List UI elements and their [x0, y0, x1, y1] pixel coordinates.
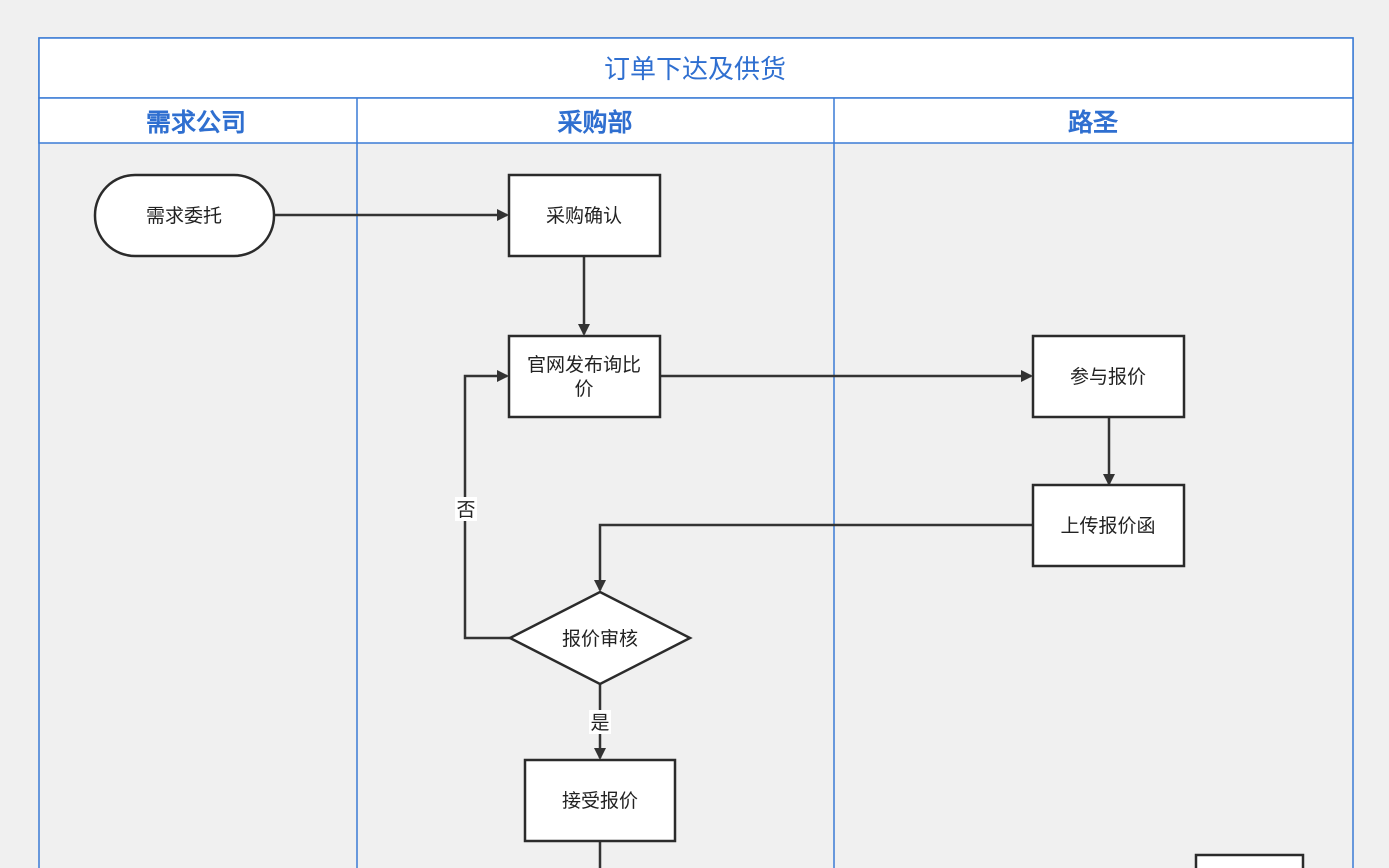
edge-label-no: 否 [456, 499, 475, 521]
title-band [38, 37, 1354, 99]
node-publish-inquiry-label-line2: 价 [574, 378, 593, 400]
lane-header-lusheng: 路圣 [1068, 108, 1119, 137]
node-quote-review [507, 590, 693, 686]
lane-header-band [38, 97, 1354, 144]
lane-header-purchasing-dept: 采购部 [557, 108, 632, 137]
node-partial-offscreen [1194, 853, 1305, 868]
node-accept-quote [523, 758, 677, 843]
node-join-quote [1031, 334, 1186, 419]
diagram-frame [38, 37, 1354, 868]
node-purchase-confirm-label: 采购确认 [546, 205, 622, 227]
node-publish-inquiry-label-line1: 官网发布询比 [527, 354, 641, 376]
edge-label-yes: 是 [590, 712, 609, 734]
lane-header-demand-company: 需求公司 [146, 108, 246, 137]
node-demand-request-label: 需求委托 [146, 205, 222, 227]
diagram-title: 订单下达及供货 [604, 55, 786, 85]
node-upload-quote [1031, 483, 1186, 568]
edge-label-no-bg [455, 497, 477, 521]
edge-upload-to-review [594, 523, 1033, 592]
node-join-quote-label: 参与报价 [1070, 366, 1146, 388]
node-publish-inquiry [507, 334, 662, 419]
node-demand-request [93, 173, 276, 258]
node-upload-quote-label: 上传报价函 [1060, 515, 1155, 537]
node-purchase-confirm [507, 173, 662, 258]
edge-label-yes-bg [589, 710, 611, 734]
node-accept-quote-label: 接受报价 [562, 790, 638, 812]
node-quote-review-label: 报价审核 [562, 628, 638, 650]
